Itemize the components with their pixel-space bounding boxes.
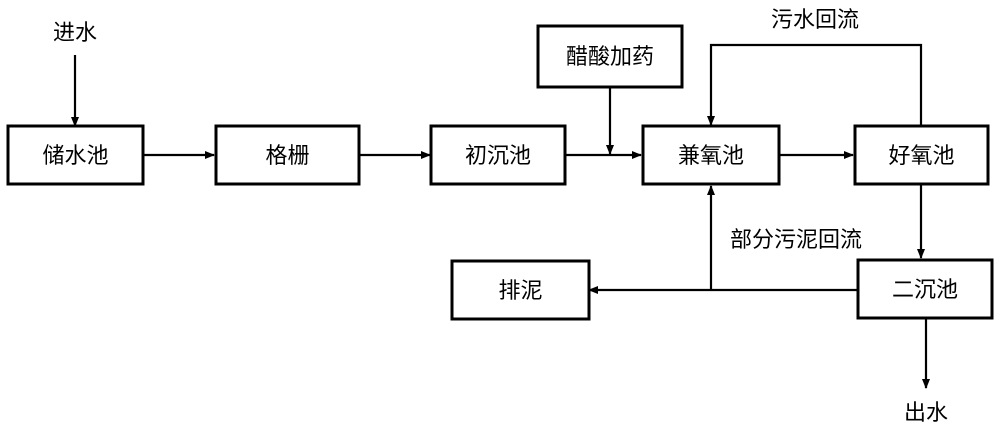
aerobic-tank-label: 好氧池 [888, 144, 954, 169]
aerobic-tank-node: 好氧池 [853, 124, 990, 186]
anoxic-tank-label: 兼氧池 [678, 144, 744, 169]
acetic-acid-dosing-node: 醋酸加药 [536, 24, 684, 89]
sludge-discharge-node: 排泥 [450, 259, 591, 321]
storage-tank-label: 储水池 [42, 144, 108, 169]
sewage-reflux-line [707, 43, 923, 126]
sludge-discharge-label: 排泥 [498, 279, 542, 304]
acetic-acid-dosing-label: 醋酸加药 [566, 45, 654, 70]
primary-settling-label: 初沉池 [465, 144, 531, 169]
secondary-settling-label: 二沉池 [892, 278, 958, 303]
water-in-label: 进水 [53, 21, 97, 46]
grille-label: 格栅 [265, 144, 309, 169]
grille-node: 格栅 [214, 124, 361, 186]
sewage-reflux-label: 污水回流 [771, 8, 859, 33]
primary-settling-node: 初沉池 [429, 124, 567, 186]
water-out-label: 出水 [904, 401, 948, 426]
partial-sludge-reflux-label: 部分污泥回流 [730, 228, 862, 253]
anoxic-tank-node: 兼氧池 [641, 124, 781, 186]
storage-tank-node: 储水池 [6, 124, 145, 186]
secondary-settling-node: 二沉池 [856, 258, 994, 320]
